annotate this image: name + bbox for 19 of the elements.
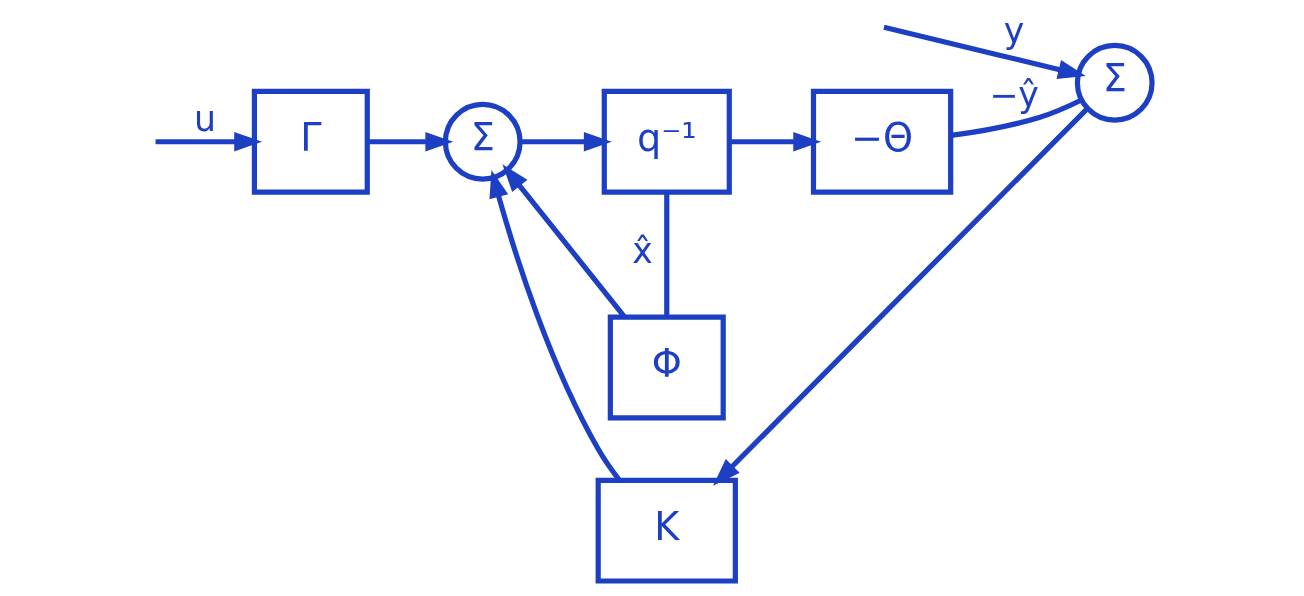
node-box: Γ <box>251 88 370 195</box>
arrow <box>519 132 612 152</box>
node-box: Φ <box>607 314 726 421</box>
edge-label: y <box>1003 10 1024 51</box>
node-circle: Σ <box>442 101 523 182</box>
node-box: q⁻¹ <box>601 88 732 195</box>
node-box: K <box>595 477 738 584</box>
arrow <box>712 107 1089 486</box>
connector <box>663 192 669 317</box>
arrow <box>367 132 453 152</box>
edge-label: u <box>193 99 216 140</box>
arrow <box>155 132 262 152</box>
edge-label: −ŷ <box>988 75 1039 116</box>
edge-label: x̂ <box>631 231 653 272</box>
node-box: −Θ <box>810 88 953 195</box>
arrow <box>882 24 1086 80</box>
node-circle: Σ <box>1074 42 1155 123</box>
arrow <box>729 132 821 152</box>
connector <box>950 97 1083 138</box>
